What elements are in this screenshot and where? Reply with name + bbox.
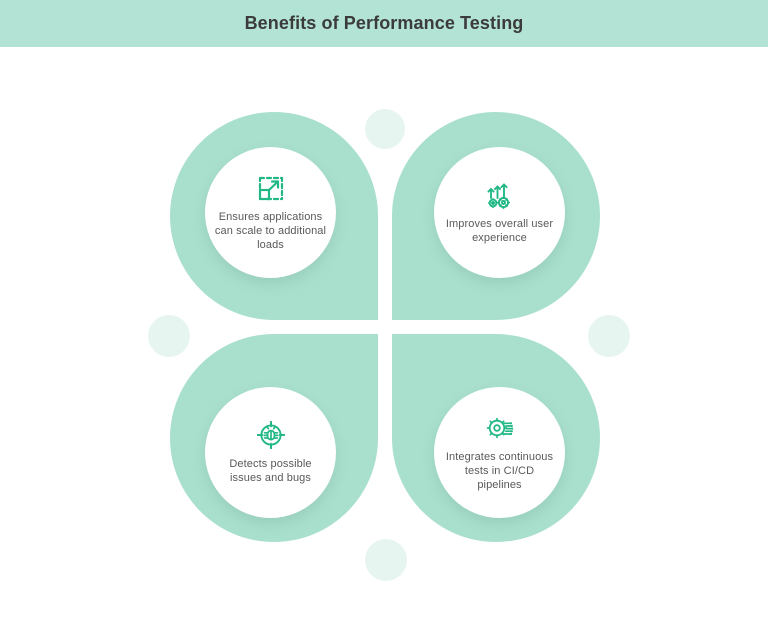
benefit-card-top-right[interactable]: Improves overall user experience: [434, 147, 565, 278]
gear-circuit-icon: [485, 413, 515, 443]
benefit-card-bottom-right[interactable]: Integrates continuous tests in CI/CD pip…: [434, 387, 565, 518]
benefit-card-label: Ensures applications can scale to additi…: [214, 211, 327, 251]
benefit-card-top-left[interactable]: Ensures applications can scale to additi…: [205, 147, 336, 278]
growth-arrows-gears-icon: [485, 180, 515, 210]
header-band: Benefits of Performance Testing: [0, 0, 768, 47]
infographic-stage: Ensures applications can scale to additi…: [0, 47, 768, 620]
decorative-circle-right: [588, 315, 630, 357]
decorative-circle-left: [148, 315, 190, 357]
benefit-card-bottom-left[interactable]: Detects possible issues and bugs: [205, 387, 336, 518]
scale-resize-icon: [256, 173, 286, 203]
benefit-card-label: Improves overall user experience: [445, 218, 554, 244]
benefit-card-label: Detects possible issues and bugs: [229, 458, 312, 484]
bug-target-icon: [256, 420, 286, 450]
benefit-card-label: Integrates continuous tests in CI/CD pip…: [445, 451, 554, 491]
decorative-circle-top: [365, 109, 405, 149]
page-title: Benefits of Performance Testing: [244, 13, 524, 33]
decorative-circle-bottom: [365, 539, 407, 581]
